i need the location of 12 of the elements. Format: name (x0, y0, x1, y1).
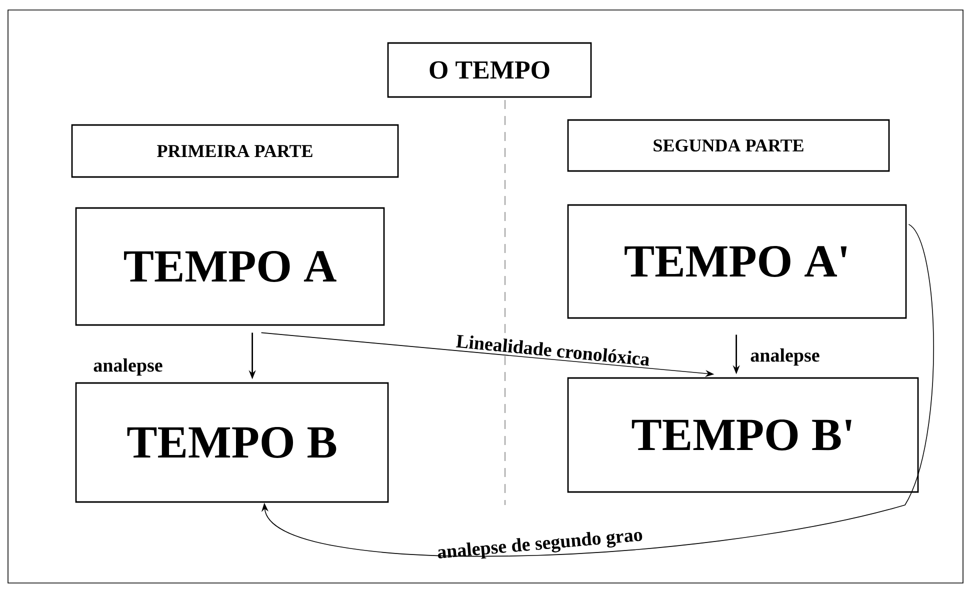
time-box: TEMPO B' (567, 377, 919, 493)
section-box: SEGUNDA PARTE (567, 119, 890, 172)
time-box: TEMPO A (75, 207, 385, 326)
arrow (261, 224, 934, 556)
edge-label: Linealidade cronolóxica (456, 334, 649, 366)
edge-label: analepse (94, 358, 162, 376)
section-box: PRIMEIRA PARTE (71, 124, 399, 178)
time-box: TEMPO A' (567, 204, 907, 319)
edge-label: analepse de segundo grao (438, 532, 642, 559)
title-box: O TEMPO (387, 42, 592, 98)
edge-label: analepse (750, 348, 820, 366)
time-box: TEMPO B (75, 382, 389, 503)
